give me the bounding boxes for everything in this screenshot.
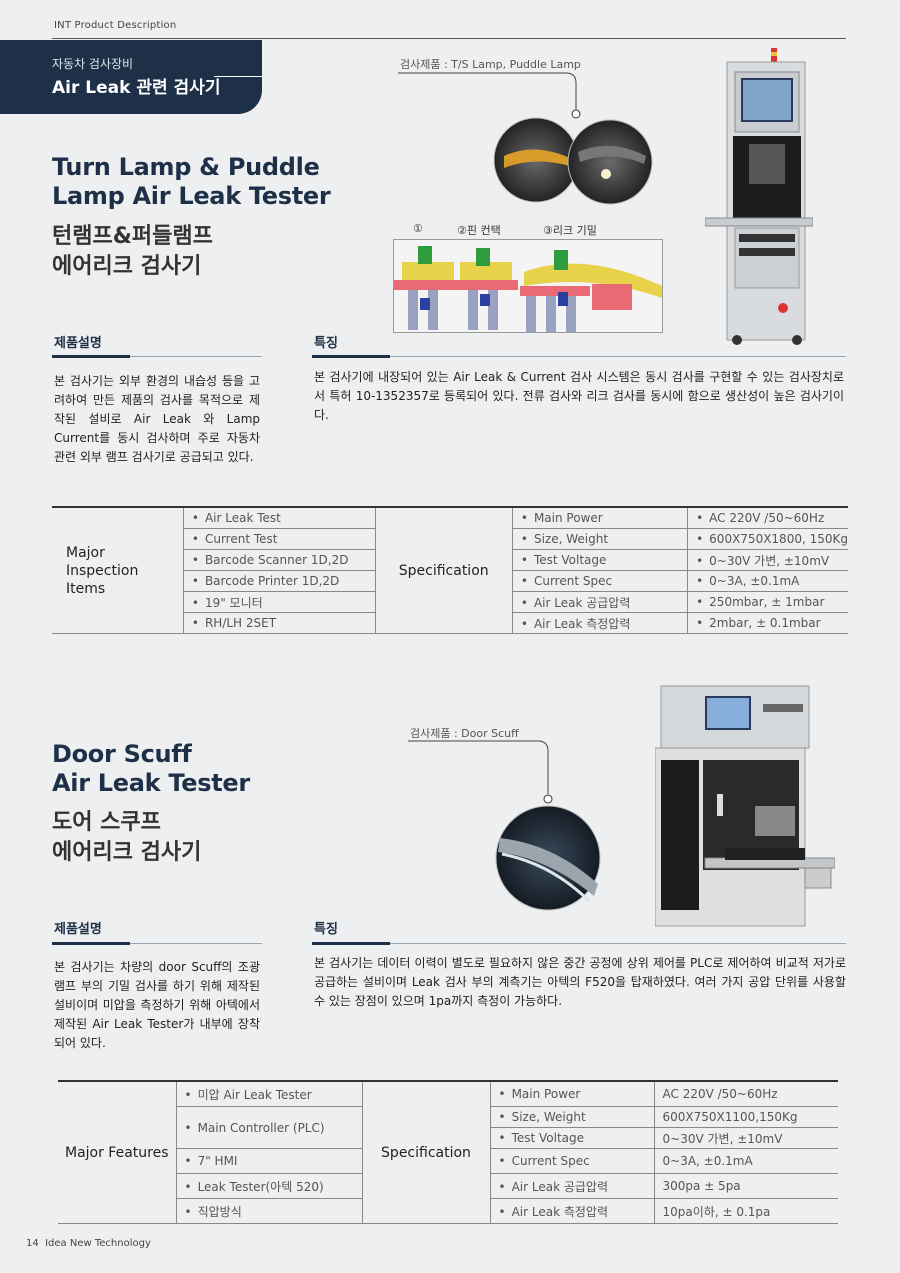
category-rule <box>214 76 262 77</box>
product2-title-ko-line1: 도어 스쿠프 <box>52 810 161 835</box>
product2-feat-heading: 특징 <box>314 922 338 937</box>
product1-spec-table: Major Inspection Items Air Leak Test Spe… <box>52 506 848 634</box>
product1-items-label: Major Inspection Items <box>52 507 184 634</box>
footer-text: Idea New Technology <box>45 1238 151 1249</box>
product2-spec-val: 300pa ± 5pa <box>654 1173 838 1199</box>
product2-title-ko: 도어 스쿠프 에어리크 검사기 <box>52 808 201 868</box>
step1-fixture <box>394 246 458 330</box>
product1-spec-key: Size, Weight <box>512 528 689 550</box>
product1-spec-key: Test Voltage <box>512 549 689 571</box>
product1-title-en-line1: Turn Lamp & Puddle <box>52 153 320 181</box>
product2-title-en-line1: Door Scuff <box>52 740 192 768</box>
tester-machine-photo <box>705 48 813 345</box>
product1-spec-key: Main Power <box>512 507 689 529</box>
product1-spec-label: Specification <box>375 507 513 634</box>
step2-fixture <box>454 248 518 330</box>
product1-spec-key: Current Spec <box>512 570 689 592</box>
product1-feat-heading: 특징 <box>314 336 338 351</box>
product2-spec-key: Air Leak 측정압력 <box>490 1198 655 1224</box>
product1-item: RH/LH 2SET <box>183 612 376 634</box>
product1-item: 19" 모니터 <box>183 591 376 613</box>
product1-item: Barcode Printer 1D,2D <box>183 570 376 592</box>
product2-desc-bar <box>52 942 130 945</box>
product2-title-en-line2: Air Leak Tester <box>52 769 250 797</box>
product1-feat-bar <box>312 355 390 358</box>
product2-title-ko-line2: 에어리크 검사기 <box>52 840 202 865</box>
page-footer: 14 Idea New Technology <box>26 1238 151 1249</box>
product1-spec-key: Air Leak 측정압력 <box>512 612 689 634</box>
product1-spec-val: 250mbar, ± 1mbar <box>687 591 848 613</box>
door-scuff-photo <box>495 805 601 911</box>
product2-feat-bar <box>312 942 390 945</box>
doc-label: INT Product Description <box>54 20 177 31</box>
lamp-photo <box>494 117 653 205</box>
product2-spec-val: 0~30V 가변, ±10mV <box>654 1127 838 1149</box>
product2-spec-val: 10pa이하, ± 0.1pa <box>654 1198 838 1224</box>
product1-spec-key: Air Leak 공급압력 <box>512 591 689 613</box>
product2-desc-text: 본 검사기는 차량의 door Scuff의 조광램프 부의 기밀 검사를 하기… <box>54 960 260 1050</box>
product2-spec-val: AC 220V /50~60Hz <box>654 1081 838 1107</box>
step-label-2: ②핀 컨택 <box>457 224 501 237</box>
product2-item: Leak Tester(아텍 520) <box>176 1173 363 1199</box>
product1-title-ko: 턴램프&퍼들램프 에어리크 검사기 <box>52 222 213 282</box>
product1-feat-rule <box>312 356 846 357</box>
product1-title-ko-line2: 에어리크 검사기 <box>52 254 202 279</box>
product1-spec-val: AC 220V /50~60Hz <box>687 507 848 529</box>
product2-spec-val: 0~3A, ±0.1mA <box>654 1148 838 1174</box>
product2-spec-key: Size, Weight <box>490 1106 655 1128</box>
product1-spec-val: 2mbar, ± 0.1mbar <box>687 612 848 634</box>
product2-spec-label: Specification <box>362 1081 491 1224</box>
page-number: 14 <box>26 1238 39 1249</box>
header-rule <box>52 38 846 39</box>
step3-fixture <box>520 250 662 332</box>
product2-callout-line <box>408 740 553 804</box>
product2-item: 7" HMI <box>176 1148 363 1174</box>
product1-caption: 검사제품 : T/S Lamp, Puddle Lamp <box>400 58 581 71</box>
product2-spec-key: Air Leak 공급압력 <box>490 1173 655 1199</box>
door-scuff-tester-photo <box>655 685 835 927</box>
product2-features-label: Major Features <box>58 1081 177 1224</box>
product2-spec-key: Main Power <box>490 1081 655 1107</box>
product1-feat-text: 본 검사기에 내장되어 있는 Air Leak & Current 검사 시스템… <box>314 370 844 422</box>
product2-spec-table: Major Features 미압 Air Leak Tester Specif… <box>58 1080 838 1224</box>
product2-spec-key: Current Spec <box>490 1148 655 1174</box>
product1-callout-line <box>398 72 581 119</box>
product2-feat-text: 본 검사기는 데이터 이력이 별도로 필요하지 않은 중간 공정에 상위 제어를… <box>314 956 846 1008</box>
category-tab: 자동차 검사장비 Air Leak 관련 검사기 <box>0 40 262 114</box>
product2-spec-val: 600X750X1100,150Kg <box>654 1106 838 1128</box>
product2-item: 직압방식 <box>176 1198 363 1224</box>
product2-desc-rule <box>52 943 262 944</box>
product1-spec-val: 0~3A, ±0.1mA <box>687 570 848 592</box>
product2-item: 미압 Air Leak Tester <box>176 1081 363 1107</box>
product2-item: Main Controller (PLC) <box>176 1106 363 1149</box>
product1-spec-val: 0~30V 가변, ±10mV <box>687 549 848 571</box>
product1-item: Barcode Scanner 1D,2D <box>183 549 376 571</box>
product1-item: Current Test <box>183 528 376 550</box>
product2-title-en: Door Scuff Air Leak Tester <box>52 740 250 798</box>
product2-feat-rule <box>312 943 846 944</box>
product1-desc-heading: 제품설명 <box>54 336 102 351</box>
product1-desc-rule <box>52 356 262 357</box>
product1-desc-text: 본 검사기는 외부 환경의 내습성 등을 고려하여 만든 제품의 검사를 목적으… <box>54 374 260 464</box>
leak-step-diagram <box>393 239 663 333</box>
step-label-3: ③리크 기밀 <box>543 224 597 237</box>
category-sub: 자동차 검사장비 <box>52 57 134 71</box>
product1-title-ko-line1: 턴램프&퍼들램프 <box>52 224 213 249</box>
product2-spec-key: Test Voltage <box>490 1127 655 1149</box>
product1-spec-val: 600X750X1800, 150Kg <box>687 528 848 550</box>
category-title: Air Leak 관련 검사기 <box>52 78 221 98</box>
step-label-1: ① <box>413 222 423 235</box>
product1-item: Air Leak Test <box>183 507 376 529</box>
product1-title-en-line2: Lamp Air Leak Tester <box>52 182 331 210</box>
product2-desc-heading: 제품설명 <box>54 922 102 937</box>
product1-title-en: Turn Lamp & Puddle Lamp Air Leak Tester <box>52 153 331 211</box>
product1-desc-bar <box>52 355 130 358</box>
product2-caption: 검사제품 : Door Scuff <box>410 727 519 740</box>
